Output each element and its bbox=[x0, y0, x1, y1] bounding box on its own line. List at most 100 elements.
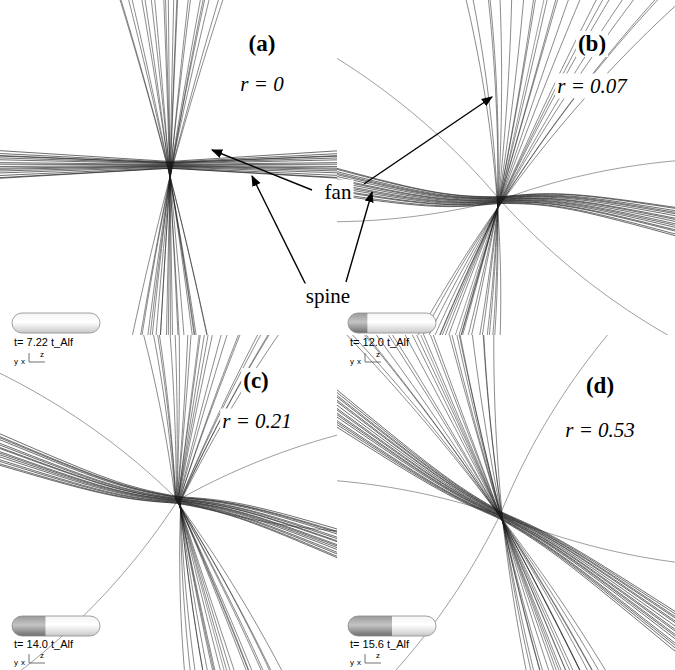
field-line bbox=[501, 0, 675, 200]
field-line bbox=[337, 335, 499, 515]
field-line bbox=[337, 0, 500, 200]
field-line bbox=[176, 499, 337, 670]
field-line bbox=[178, 500, 284, 670]
field-line bbox=[177, 500, 327, 670]
field-line bbox=[500, 200, 675, 335]
axis-label: y bbox=[350, 357, 354, 366]
field-line bbox=[337, 335, 675, 670]
axis-label: y bbox=[14, 658, 18, 667]
field-line bbox=[178, 500, 292, 670]
time-bar-outline bbox=[348, 616, 436, 636]
panel-letter: (d) bbox=[584, 373, 616, 399]
axis-label: y bbox=[350, 658, 354, 667]
field-line bbox=[337, 349, 675, 670]
axis-label: z bbox=[40, 651, 44, 660]
field-line bbox=[337, 172, 675, 274]
field-line bbox=[502, 516, 626, 670]
field-line bbox=[168, 165, 219, 335]
parameter-value: r = 0.07 bbox=[555, 74, 629, 99]
parameter-value: r = 0.21 bbox=[220, 409, 294, 434]
time-bar-outline bbox=[12, 616, 100, 636]
field-line bbox=[502, 517, 595, 670]
field-line bbox=[176, 499, 337, 670]
field-line bbox=[89, 165, 173, 335]
field-line bbox=[337, 335, 675, 670]
field-line bbox=[503, 0, 675, 201]
field-line bbox=[501, 516, 647, 670]
time-bar-track bbox=[348, 313, 436, 333]
field-line bbox=[102, 335, 176, 499]
field-line bbox=[69, 0, 167, 165]
field-line bbox=[169, 165, 201, 335]
field-line bbox=[168, 165, 227, 335]
field-line bbox=[179, 335, 337, 500]
field-line bbox=[481, 335, 502, 517]
field-line bbox=[337, 335, 499, 514]
field-line bbox=[498, 513, 675, 670]
field-line bbox=[178, 500, 288, 670]
field-line bbox=[500, 158, 675, 200]
time-bar-progress bbox=[348, 616, 392, 636]
field-line bbox=[337, 478, 500, 515]
time-bar bbox=[348, 616, 436, 636]
field-line bbox=[180, 335, 337, 501]
time-label: t= 7.22 t_Alf bbox=[14, 336, 73, 349]
field-line bbox=[177, 500, 326, 670]
field-line bbox=[337, 335, 675, 670]
field-line bbox=[337, 335, 498, 513]
field-line bbox=[181, 335, 337, 501]
field-lines bbox=[337, 0, 675, 335]
axis-label: x bbox=[21, 357, 25, 366]
field-line bbox=[500, 335, 675, 515]
field-line bbox=[337, 515, 500, 670]
field-line bbox=[337, 339, 675, 670]
field-line bbox=[453, 0, 498, 199]
field-line bbox=[0, 420, 337, 613]
field-line bbox=[455, 335, 502, 516]
time-bar-track bbox=[12, 313, 100, 333]
field-line bbox=[502, 0, 675, 200]
field-line bbox=[502, 0, 675, 200]
field-line bbox=[0, 382, 337, 575]
field-line bbox=[392, 335, 500, 515]
time-bar bbox=[12, 313, 100, 333]
time-bar-track bbox=[348, 616, 436, 636]
field-line bbox=[179, 500, 276, 670]
field-line bbox=[0, 417, 337, 610]
field-line bbox=[500, 515, 663, 670]
field-line bbox=[502, 516, 629, 670]
field-line bbox=[499, 0, 565, 200]
panel-letter: (c) bbox=[241, 368, 271, 394]
panel-letter: (b) bbox=[576, 31, 608, 57]
field-line bbox=[170, 165, 175, 335]
panel-letter: (a) bbox=[247, 31, 278, 57]
field-line bbox=[39, 0, 167, 165]
time-bar-outline bbox=[12, 313, 100, 333]
field-line bbox=[498, 514, 675, 670]
field-line bbox=[500, 515, 675, 568]
field-line bbox=[168, 165, 222, 335]
field-line bbox=[337, 169, 675, 271]
field-line bbox=[173, 0, 307, 165]
field-line bbox=[42, 0, 167, 165]
time-bar-track bbox=[12, 616, 100, 636]
time-bar bbox=[348, 313, 436, 333]
field-line bbox=[175, 499, 337, 670]
field-line bbox=[337, 178, 500, 222]
field-line bbox=[501, 0, 675, 200]
field-line bbox=[128, 165, 172, 335]
field-line bbox=[337, 354, 675, 670]
axis-label: x bbox=[357, 357, 361, 366]
field-line bbox=[178, 500, 337, 533]
axis-label: x bbox=[21, 658, 25, 667]
axis-label: z bbox=[376, 350, 380, 359]
field-line bbox=[152, 335, 177, 499]
field-line bbox=[102, 0, 169, 165]
field-line bbox=[179, 335, 308, 500]
field-line bbox=[337, 336, 675, 670]
axis-label: y bbox=[14, 357, 18, 366]
axis-label: z bbox=[376, 651, 380, 660]
field-line bbox=[337, 335, 675, 670]
field-line bbox=[175, 499, 337, 670]
